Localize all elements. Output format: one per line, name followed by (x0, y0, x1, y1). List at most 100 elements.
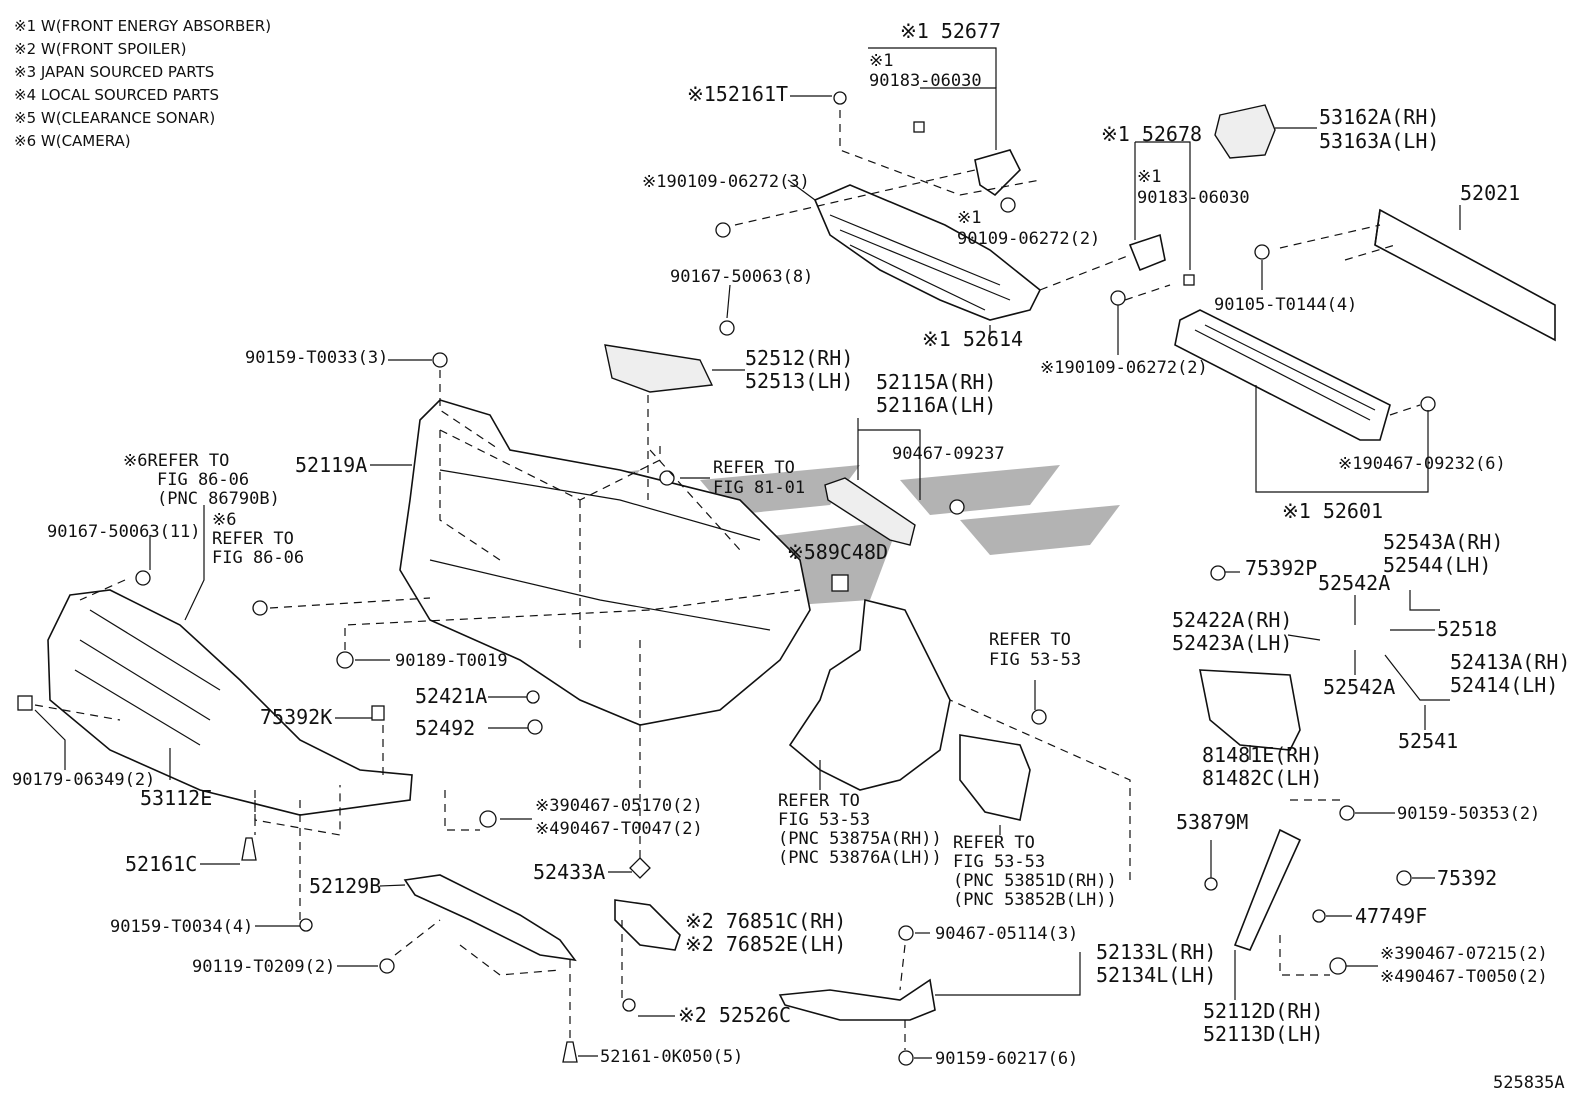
label-52421A: 52421A (415, 684, 487, 708)
bracket-52133L[interactable] (778, 978, 936, 1021)
label-52614: ※1 52614 (922, 327, 1023, 351)
label-52543A: 52543A(RH) (1383, 530, 1503, 554)
label-90467c: ※390467-05170(2) (535, 796, 703, 816)
label-90159c: 90159-T0034(4) (110, 917, 253, 937)
label-refer5353b-3: (PNC 53875A(RH)) (778, 829, 942, 849)
label-90167a: 90167-50063(8) (670, 267, 813, 287)
label-52541: 52541 (1398, 729, 1458, 753)
label-47749F: 47749F (1355, 904, 1427, 928)
label-90183a-mark: ※1 (869, 51, 893, 71)
bracket-52678[interactable] (1128, 233, 1166, 272)
energy-absorber-upper[interactable] (813, 184, 1042, 321)
label-81482C: 81482C(LH) (1202, 766, 1322, 790)
label-refer5353c-1: REFER TO (953, 833, 1035, 853)
label-52677: ※1 52677 (900, 19, 1001, 43)
reinforcement-52021[interactable] (1374, 208, 1556, 342)
side-bracket-53162[interactable] (1214, 104, 1276, 159)
label-52133L: 52133L(RH) (1096, 940, 1216, 964)
label-81481E: 81481E(RH) (1202, 743, 1322, 767)
note-5: ※5 W(CLEARANCE SONAR) (14, 109, 215, 127)
label-90467b: ※190467-09232(6) (1338, 454, 1506, 474)
label-90109b-mark: ※1 (957, 208, 981, 228)
bracket-52677[interactable] (974, 149, 1021, 197)
label-90167b: 90167-50063(11) (47, 522, 201, 542)
label-refer86b-mark: ※6 (212, 510, 236, 530)
label-refer5353c-2: FIG 53-53 (953, 852, 1045, 872)
label-52542A-lower: 52542A (1323, 675, 1395, 699)
label-52115A: 52115A(RH) (876, 370, 996, 394)
label-refer5353a-1: REFER TO (989, 630, 1071, 650)
clip-89C48D[interactable] (831, 574, 849, 592)
note-1: ※1 W(FRONT ENERGY ABSORBER) (14, 17, 271, 35)
grille-52512[interactable] (604, 344, 714, 393)
label-90183b: 90183-06030 (1137, 188, 1250, 208)
label-52423A: 52423A(LH) (1172, 631, 1292, 655)
label-refer5353c-3: (PNC 53851D(RH)) (953, 871, 1117, 891)
label-52116A: 52116A(LH) (876, 393, 996, 417)
label-refer86a-3: (PNC 86790B) (157, 489, 280, 509)
note-2: ※2 W(FRONT SPOILER) (14, 40, 186, 58)
label-90467a: 90467-09237 (892, 444, 1005, 464)
label-52601: ※1 52601 (1282, 499, 1383, 523)
mudguard-53851D[interactable] (959, 734, 1031, 821)
label-75392P: 75392P (1245, 556, 1317, 580)
figure-number: 525835A (1493, 1073, 1565, 1093)
spoiler-76851C[interactable] (614, 899, 681, 951)
label-90119: 90119-T0209(2) (192, 957, 335, 977)
retainer-52115A[interactable] (824, 477, 916, 546)
label-52518: 52518 (1437, 617, 1497, 641)
lower-grille-53112E[interactable] (47, 589, 413, 816)
bumper-cover-52119A[interactable] (399, 399, 811, 726)
label-52021: 52021 (1460, 181, 1520, 205)
label-90183a: 90183-06030 (869, 71, 982, 91)
label-52433A: 52433A (533, 860, 605, 884)
label-52161C: 52161C (125, 852, 197, 876)
label-90467f: ※390467-07215(2) (1380, 944, 1548, 964)
label-refer86b-2: FIG 86-06 (212, 548, 304, 568)
label-52678: ※1 52678 (1101, 122, 1202, 146)
label-refer81-2: FIG 81-01 (713, 478, 805, 498)
label-refer5353a-2: FIG 53-53 (989, 650, 1081, 670)
label-90467e: 90467-05114(3) (935, 924, 1078, 944)
label-90159d: 90159-60217(6) (935, 1049, 1078, 1069)
label-52413A: 52413A(RH) (1450, 650, 1570, 674)
note-4: ※4 LOCAL SOURCED PARTS (14, 86, 219, 104)
notes-legend: ※1 W(FRONT ENERGY ABSORBER) ※2 W(FRONT S… (14, 17, 271, 150)
liner-53875A[interactable] (788, 598, 951, 791)
label-53163A: 53163A(LH) (1319, 129, 1439, 153)
label-refer5353b-2: FIG 53-53 (778, 810, 870, 830)
label-90179: 90179-06349(2) (12, 770, 155, 790)
label-refer86b-1: REFER TO (212, 529, 294, 549)
cover-52129B[interactable] (403, 874, 577, 962)
label-52422A: 52422A(RH) (1172, 608, 1292, 632)
label-52113D: 52113D(LH) (1203, 1022, 1323, 1046)
hardware-fasteners (17, 91, 1436, 1066)
part-labels: ※1 52677 ※1 90183-06030 ※152161T ※190109… (12, 19, 1570, 1093)
label-53879M: 53879M (1176, 810, 1248, 834)
seal-52112D[interactable] (1233, 828, 1302, 951)
label-52119A: 52119A (295, 453, 367, 477)
label-52512: 52512(RH) (745, 346, 853, 370)
label-52161T: ※152161T (687, 82, 788, 106)
label-52513: 52513(LH) (745, 369, 853, 393)
note-3: ※3 JAPAN SOURCED PARTS (14, 63, 214, 81)
label-90109c: ※190109-06272(2) (1040, 358, 1208, 378)
label-refer81-1: REFER TO (713, 458, 795, 478)
label-75392K: 75392K (260, 705, 332, 729)
label-52526C: ※2 52526C (678, 1003, 791, 1027)
label-52112D: 52112D(RH) (1203, 999, 1323, 1023)
label-75392: 75392 (1437, 866, 1497, 890)
label-90183b-mark: ※1 (1137, 167, 1161, 187)
absorber-52601[interactable] (1174, 309, 1391, 441)
label-52161-0K050: 52161-0K050(5) (600, 1047, 743, 1067)
label-90467g: ※490467-T0050(2) (1380, 967, 1548, 987)
label-refer5353b-4: (PNC 53876A(LH)) (778, 848, 942, 868)
label-53112E: 53112E (140, 786, 212, 810)
label-90109a: ※190109-06272(3) (642, 172, 810, 192)
label-refer86a-1: ※6REFER TO (123, 451, 229, 471)
label-52492: 52492 (415, 716, 475, 740)
label-76852E: ※2 76852E(LH) (685, 932, 846, 956)
label-89C48D: ※589C48D (787, 540, 888, 564)
flap-81481E[interactable] (1199, 669, 1301, 751)
